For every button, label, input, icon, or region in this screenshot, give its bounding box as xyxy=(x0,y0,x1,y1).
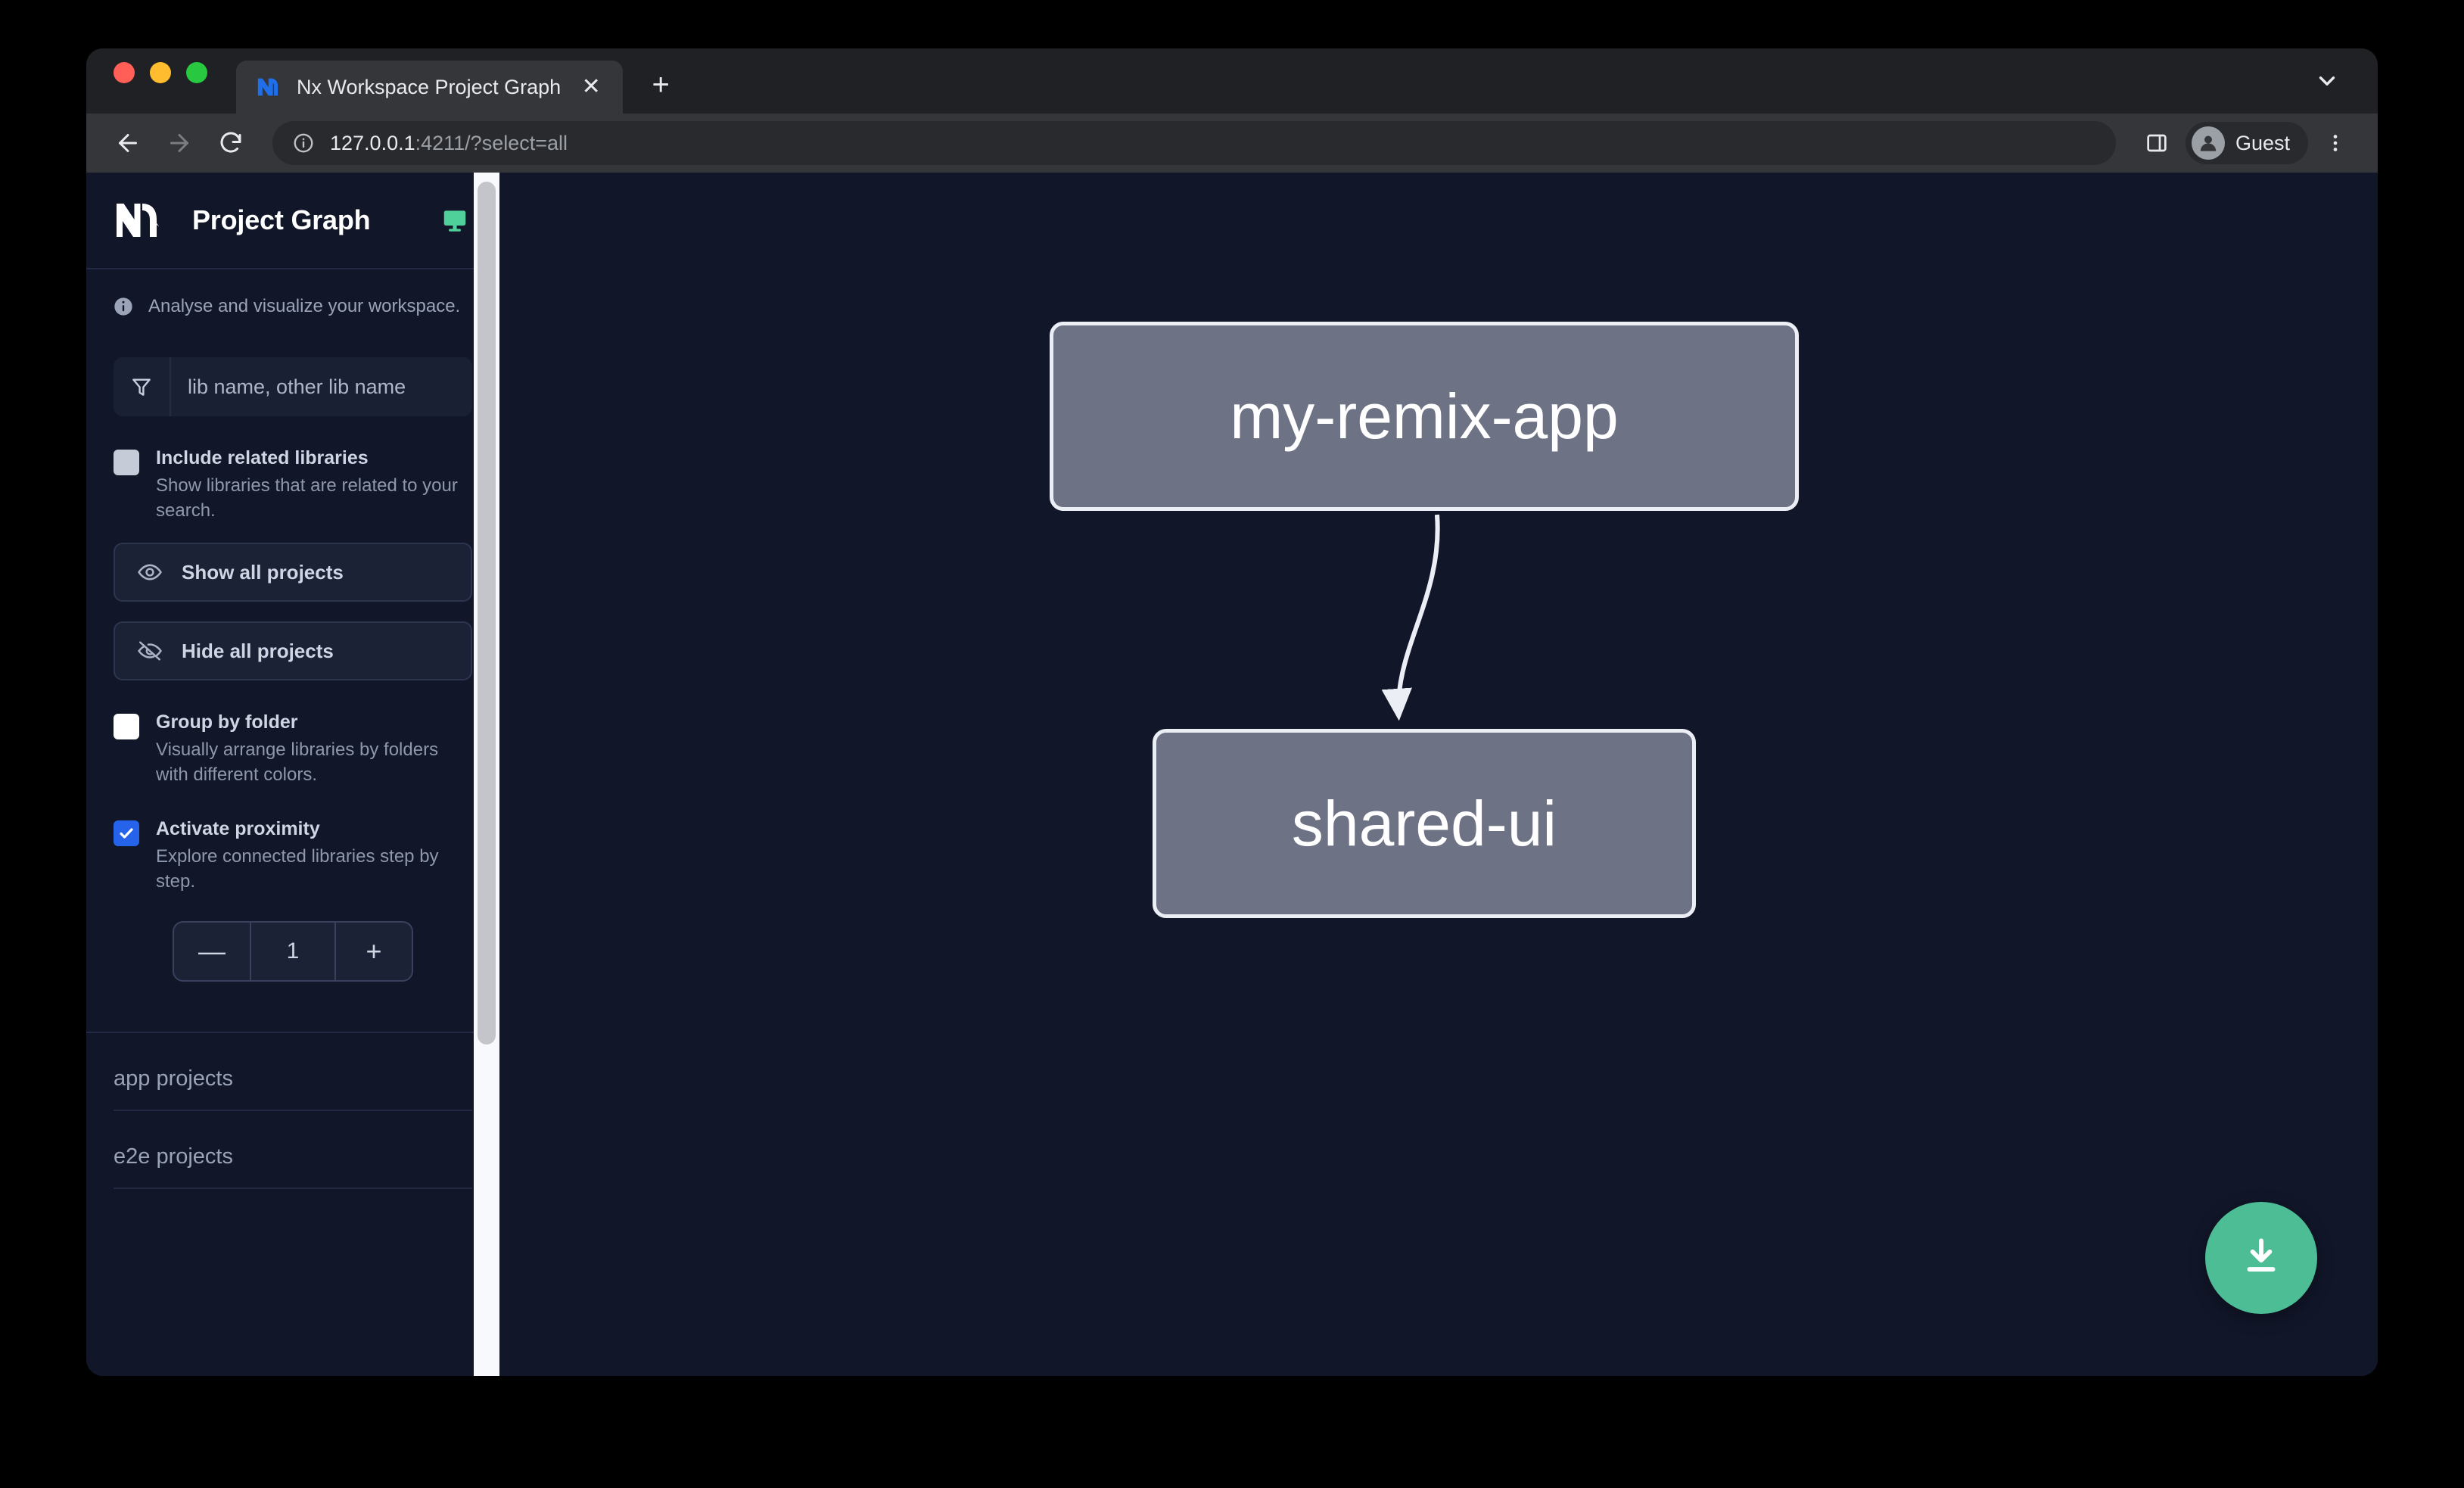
info-circle-icon xyxy=(112,295,135,318)
close-window-button[interactable] xyxy=(114,62,135,83)
nx-favicon-icon xyxy=(256,74,282,100)
project-groups: app projects e2e projects xyxy=(86,1033,499,1190)
nx-logo-icon xyxy=(115,201,170,240)
close-icon[interactable]: ✕ xyxy=(581,74,601,99)
proximity-stepper: — 1 + xyxy=(173,921,413,982)
forward-arrow-icon xyxy=(156,120,203,167)
activate-proximity-row[interactable]: Activate proximity Explore connected lib… xyxy=(114,817,472,894)
activate-proximity-label: Activate proximity xyxy=(156,818,320,840)
group-by-folder-row[interactable]: Group by folder Visually arrange librari… xyxy=(114,711,472,787)
browser-tab[interactable]: Nx Workspace Project Graph ✕ xyxy=(236,61,624,114)
eye-off-icon xyxy=(136,637,163,665)
filter-funnel-icon xyxy=(114,357,171,416)
url-host: 127.0.0.1 xyxy=(330,131,415,154)
page-content: Project Graph Analyse and visualize your… xyxy=(86,173,2378,1376)
minimize-window-button[interactable] xyxy=(150,62,171,83)
graph-node-shared-ui[interactable]: shared-ui xyxy=(1153,729,1696,918)
sidebar-tagline: Analyse and visualize your workspace. xyxy=(86,269,499,318)
sidebar-group-app-projects[interactable]: app projects xyxy=(114,1033,472,1112)
person-avatar-icon xyxy=(2191,126,2225,160)
search-field[interactable] xyxy=(114,357,472,416)
project-graph-canvas[interactable]: my-remix-app shared-ui xyxy=(499,173,2378,1376)
include-related-libraries-row[interactable]: Include related libraries Show libraries… xyxy=(114,447,472,523)
activate-proximity-checkbox[interactable] xyxy=(114,820,139,847)
sidebar-body: Include related libraries Show libraries… xyxy=(86,318,499,982)
profile-name: Guest xyxy=(2235,131,2290,154)
browser-toolbar: 127.0.0.1:4211/?select=all Guest xyxy=(86,114,2378,173)
url-path: :4211/?select=all xyxy=(415,131,568,154)
profile-button[interactable]: Guest xyxy=(2185,122,2308,164)
sidebar-header: Project Graph xyxy=(86,173,499,269)
include-related-libraries-description: Show libraries that are related to your … xyxy=(156,475,458,521)
group-by-folder-label: Group by folder xyxy=(156,711,298,733)
address-bar[interactable]: 127.0.0.1:4211/?select=all xyxy=(272,121,2116,165)
activate-proximity-description: Explore connected libraries step by step… xyxy=(156,846,439,892)
info-circle-icon[interactable] xyxy=(291,130,316,156)
download-icon xyxy=(2238,1233,2285,1284)
reload-icon[interactable] xyxy=(207,120,254,167)
hide-all-projects-button[interactable]: Hide all projects xyxy=(114,621,472,681)
kebab-menu-icon[interactable] xyxy=(2316,122,2355,164)
search-input[interactable] xyxy=(171,375,472,399)
proximity-value: 1 xyxy=(250,923,334,981)
show-all-projects-label: Show all projects xyxy=(182,560,344,584)
include-related-libraries-text: Include related libraries Show libraries… xyxy=(156,447,472,523)
download-graph-button[interactable] xyxy=(2205,1202,2317,1314)
address-bar-url: 127.0.0.1:4211/?select=all xyxy=(330,132,568,155)
proximity-decrement-button[interactable]: — xyxy=(198,935,226,967)
sidebar-scrollbar[interactable] xyxy=(474,173,499,1376)
sidebar-group-e2e-projects[interactable]: e2e projects xyxy=(114,1111,472,1190)
maximize-window-button[interactable] xyxy=(186,62,207,83)
graph-edge-my-remix-app-to-shared-ui xyxy=(1398,514,1440,716)
tab-title: Nx Workspace Project Graph xyxy=(297,75,562,98)
sidebar-tagline-text: Analyse and visualize your workspace. xyxy=(148,296,461,316)
group-by-folder-description: Visually arrange libraries by folders wi… xyxy=(156,739,439,785)
browser-window: Nx Workspace Project Graph ✕ + 127.0.0.1… xyxy=(86,48,2378,1376)
window-traffic-lights xyxy=(114,48,207,114)
chevron-down-icon[interactable] xyxy=(2310,64,2344,98)
show-all-projects-button[interactable]: Show all projects xyxy=(114,543,472,602)
eye-icon xyxy=(136,559,163,586)
browser-tab-strip: Nx Workspace Project Graph ✕ + xyxy=(86,48,2378,114)
sidebar-divider xyxy=(86,1032,499,1034)
graph-node-my-remix-app[interactable]: my-remix-app xyxy=(1050,322,1799,511)
sidebar: Project Graph Analyse and visualize your… xyxy=(86,173,499,1376)
new-tab-button[interactable]: + xyxy=(652,67,670,101)
activate-proximity-text: Activate proximity Explore connected lib… xyxy=(156,817,472,894)
sidebar-scrollbar-thumb[interactable] xyxy=(478,182,496,1044)
group-by-folder-checkbox[interactable] xyxy=(114,714,139,740)
include-related-libraries-checkbox[interactable] xyxy=(114,450,139,475)
side-panel-icon[interactable] xyxy=(2136,122,2178,164)
toolbar-right-controls: Guest xyxy=(2136,122,2355,164)
group-by-folder-text: Group by folder Visually arrange librari… xyxy=(156,711,472,787)
hide-all-projects-label: Hide all projects xyxy=(182,639,334,662)
back-arrow-icon[interactable] xyxy=(104,120,151,167)
proximity-increment-button[interactable]: + xyxy=(334,923,412,981)
include-related-libraries-label: Include related libraries xyxy=(156,447,369,469)
monitor-icon[interactable] xyxy=(439,204,471,236)
page-title: Project Graph xyxy=(192,204,371,235)
